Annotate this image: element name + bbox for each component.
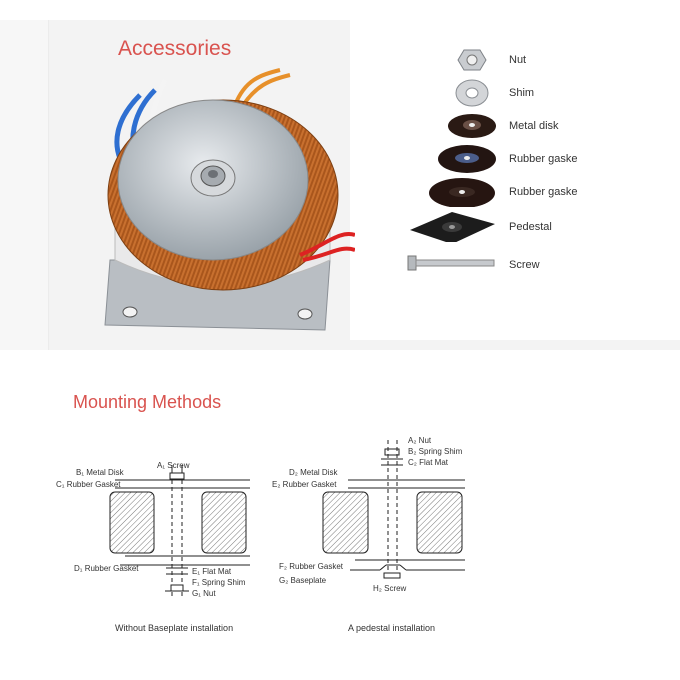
accessory-label: Nut [509,54,527,66]
label-mask [554,212,634,242]
label-h2: H₂ Screw [373,584,407,593]
left-mounting-diagram [109,465,250,597]
screw-icon [407,255,495,271]
shim-icon [455,79,489,107]
left-caption: Without Baseplate installation [115,623,233,633]
label-b2: B₂ Spring Shim [408,447,463,456]
label-d2: D₂ Metal Disk [289,468,338,477]
list-item: Pedestal [400,212,660,242]
label-mask [542,252,628,284]
list-item: Rubber gaske [400,177,660,207]
label-e1: E₁ Flat Mat [192,567,232,576]
left-strip [0,20,49,350]
rubber-gasket-icon [438,145,496,173]
nut-icon [457,49,487,71]
label-b1: B₁ Metal Disk [76,468,125,477]
right-mounting-diagram [322,440,465,579]
label-c2: C₂ Flat Mat [408,458,449,467]
label-g2: G₂ Baseplate [279,576,327,585]
label-mask [564,116,618,136]
list-item: Nut [400,45,660,75]
pedestal-icon [410,212,495,242]
accessory-label: Rubber gaske [509,153,578,165]
accessories-list-background [350,20,680,340]
list-item: Rubber gaske [400,144,660,174]
metal-disk-icon [448,114,496,138]
right-caption: A pedestal installation [348,623,435,633]
label-mask [578,151,628,169]
accessories-title: Accessories [118,37,232,60]
list-item: Metal disk [400,111,660,141]
label-d1: D₁ Rubber Gasket [74,564,139,573]
label-f1: F₁ Spring Shim [192,578,246,587]
rubber-gasket-icon [429,178,495,207]
toroidal-transformer-image [104,68,355,331]
list-item: Shim [400,78,660,108]
accessory-label: Metal disk [509,120,559,132]
list-item: Screw [400,250,660,284]
label-f2: F₂ Rubber Gasket [279,562,344,571]
label-e2: E₂ Rubber Gasket [272,480,337,489]
label-a2: A₂ Nut [408,436,432,445]
label-mask [578,183,634,205]
label-g1: G₁ Nut [192,589,216,598]
label-mask [530,50,555,70]
mounting-diagram: A₁ Screw B₁ Metal Disk C₁ Rubber Gasket … [56,436,465,633]
accessory-label: Screw [509,259,540,271]
mounting-methods-title: Mounting Methods [73,392,222,412]
label-mask [538,84,572,102]
label-a1: A₁ Screw [157,461,190,470]
accessory-label: Shim [509,87,535,99]
accessory-label: Pedestal [509,221,552,233]
label-c1: C₁ Rubber Gasket [56,480,121,489]
accessory-label: Rubber gaske [509,186,578,198]
